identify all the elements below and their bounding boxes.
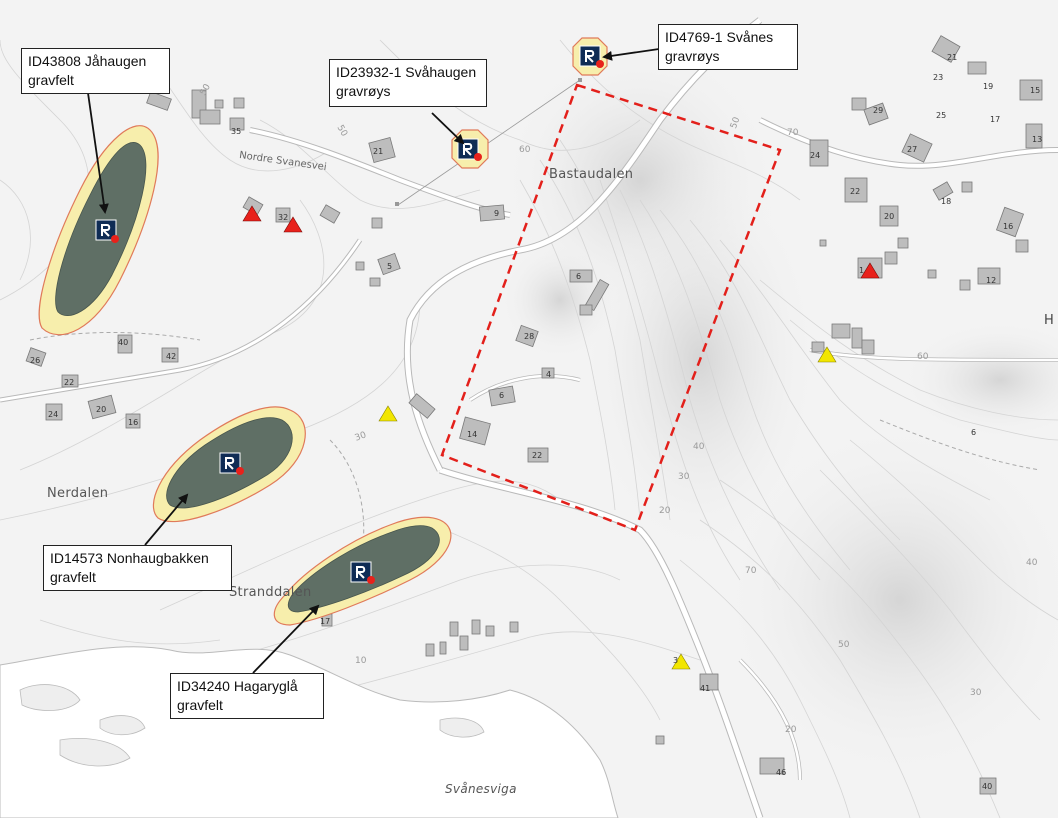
house-number: 18 bbox=[941, 197, 952, 206]
callout-nonhaugbakken-type: gravfelt bbox=[50, 569, 96, 585]
house-number: 24 bbox=[810, 151, 821, 160]
house-number: 4 bbox=[546, 370, 552, 379]
house-number: 1 bbox=[859, 266, 865, 275]
contour-label: 50 bbox=[838, 640, 850, 650]
callout-svahaugen-type: gravrøys bbox=[336, 83, 391, 99]
power-line bbox=[395, 78, 582, 206]
house-number: 5 bbox=[387, 262, 393, 271]
house-number: 22 bbox=[64, 378, 75, 387]
house-number: 32 bbox=[278, 213, 289, 222]
house-number: 35 bbox=[231, 127, 242, 136]
house-number: 6 bbox=[499, 391, 505, 400]
house-number: 15 bbox=[1030, 86, 1041, 95]
contour-label: 10 bbox=[355, 656, 367, 666]
contour-label: 30 bbox=[678, 472, 690, 482]
place-label-nerdalen: Nerdalen bbox=[47, 486, 109, 501]
place-label-edge: H bbox=[1044, 313, 1055, 328]
place-label-svanesviga: Svånesviga bbox=[445, 782, 517, 796]
house-number: 40 bbox=[118, 338, 129, 347]
contour-label: 20 bbox=[659, 506, 671, 516]
contour-label: 30 bbox=[970, 688, 982, 698]
contour-label: 70 bbox=[787, 128, 799, 138]
buildings bbox=[25, 35, 1043, 795]
house-number: 3 bbox=[673, 656, 679, 665]
house-number: 20 bbox=[884, 212, 895, 221]
callout-svanes-id: ID4769-1 Svånes bbox=[665, 29, 774, 45]
callout-hagaryglaa-type: gravfelt bbox=[177, 697, 223, 713]
house-number: 16 bbox=[1003, 222, 1014, 231]
yellow-triangle-icon bbox=[817, 346, 837, 363]
heritage-marker-icon bbox=[350, 561, 375, 584]
house-number: 22 bbox=[850, 187, 861, 196]
house-number: 17 bbox=[990, 115, 1001, 124]
house-number: 27 bbox=[907, 145, 918, 154]
house-number: 40 bbox=[982, 782, 993, 791]
house-number: 12 bbox=[986, 276, 997, 285]
contour-label: 70 bbox=[745, 566, 757, 576]
house-number: 22 bbox=[532, 451, 543, 460]
leader-arrow-svanes bbox=[602, 48, 660, 61]
callout-svahaugen[interactable]: ID23932-1 Svåhaugen gravrøys bbox=[329, 59, 487, 107]
triangle-symbols[interactable] bbox=[242, 205, 880, 670]
callout-svanes-type: gravrøys bbox=[665, 48, 720, 64]
contour-label: 60 bbox=[917, 352, 929, 362]
house-number: 14 bbox=[467, 430, 478, 439]
red-triangle-icon bbox=[242, 205, 262, 222]
place-label-stranddalen: Stranddalen bbox=[229, 585, 312, 600]
house-number: 21 bbox=[373, 147, 384, 156]
callout-jahaugen-type: gravfelt bbox=[28, 72, 74, 88]
yellow-triangle-icon bbox=[378, 405, 398, 422]
house-number: 29 bbox=[873, 106, 884, 115]
house-number: 9 bbox=[494, 209, 500, 218]
contour-label: 40 bbox=[693, 442, 705, 452]
red-triangle-icon bbox=[860, 262, 880, 279]
house-number: 16 bbox=[128, 418, 139, 427]
house-number: 46 bbox=[776, 768, 787, 777]
islets bbox=[19, 684, 485, 767]
contour-label: 40 bbox=[1026, 558, 1038, 568]
heritage-marker-icon bbox=[579, 45, 604, 68]
house-number: 42 bbox=[166, 352, 177, 361]
study-area-dashed-outline[interactable] bbox=[440, 83, 782, 532]
callout-nonhaugbakken[interactable]: ID14573 Nonhaugbakken gravfelt bbox=[43, 545, 232, 591]
leader-arrow-nonhaugbakken bbox=[144, 493, 189, 546]
yellow-triangle-icon bbox=[671, 653, 691, 670]
place-label-bastaudalen: Bastaudalen bbox=[549, 167, 634, 182]
callout-hagaryglaa-id: ID34240 Hagaryglå bbox=[177, 678, 298, 694]
house-number: 24 bbox=[48, 410, 59, 419]
leader-arrow-svahaugen bbox=[431, 112, 465, 145]
heritage-marker-icon bbox=[219, 452, 244, 475]
house-number: 13 bbox=[1032, 135, 1043, 144]
callout-leader-arrows bbox=[87, 48, 660, 674]
house-number: 21 bbox=[947, 53, 958, 62]
house-number: 28 bbox=[524, 332, 535, 341]
callout-hagaryglaa[interactable]: ID34240 Hagaryglå gravfelt bbox=[170, 673, 324, 719]
callout-nonhaugbakken-id: ID14573 Nonhaugbakken bbox=[50, 550, 209, 566]
heritage-marker-icon bbox=[95, 219, 119, 243]
contour-label: 60 bbox=[519, 145, 531, 155]
house-number: 23 bbox=[933, 73, 944, 82]
house-number: 6 bbox=[971, 428, 977, 437]
house-number: 26 bbox=[30, 356, 41, 365]
red-triangle-icon bbox=[283, 216, 303, 233]
leader-arrow-jahaugen bbox=[87, 92, 109, 214]
house-number: 6 bbox=[576, 272, 582, 281]
callout-jahaugen-id: ID43808 Jåhaugen bbox=[28, 53, 147, 69]
house-number: 19 bbox=[983, 82, 994, 91]
callout-jahaugen[interactable]: ID43808 Jåhaugen gravfelt bbox=[21, 48, 170, 94]
callout-svanes[interactable]: ID4769-1 Svånes gravrøys bbox=[658, 24, 798, 70]
leader-arrow-hagaryglaa bbox=[252, 604, 320, 674]
house-number: 20 bbox=[96, 405, 107, 414]
house-number: 17 bbox=[320, 617, 331, 626]
sea-area bbox=[0, 646, 619, 818]
roads bbox=[0, 17, 1058, 818]
contour-label: 20 bbox=[785, 725, 797, 735]
house-number: 41 bbox=[700, 684, 711, 693]
callout-svahaugen-id: ID23932-1 Svåhaugen bbox=[336, 64, 477, 80]
house-number: 25 bbox=[936, 111, 947, 120]
